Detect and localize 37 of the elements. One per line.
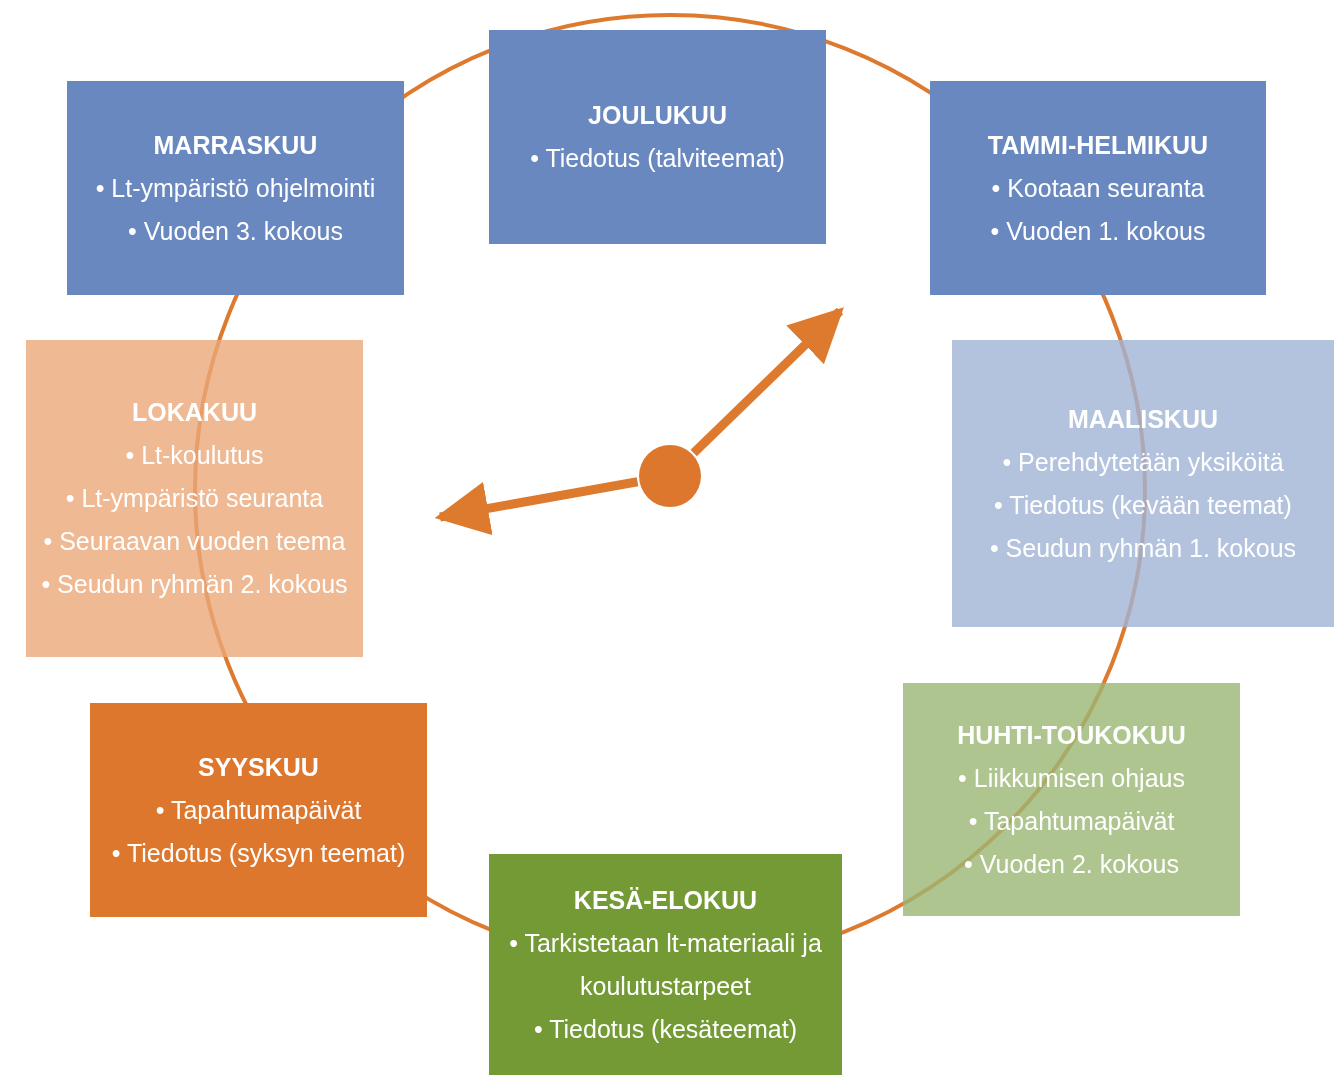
bullet-item: • Tapahtumapäivät: [155, 794, 362, 826]
bullet-item: • Tiedotus (syksyn teemat): [111, 837, 406, 869]
month-box: [489, 30, 826, 244]
bullet-item: • Liikkumisen ohjaus: [958, 762, 1185, 794]
bullet-item: • Tiedotus (kesäteemat): [533, 1013, 797, 1045]
bullet-item: • Perehdytetään yksiköitä: [1002, 446, 1284, 478]
bullet-item: • Vuoden 2. kokous: [964, 848, 1179, 880]
month-heading: SYYSKUU: [198, 751, 319, 783]
bullet-item: • Lt-koulutus: [125, 440, 264, 471]
month-heading: MAALISKUU: [1068, 403, 1218, 435]
month-box: [67, 81, 404, 295]
bullet-item: • Lt-ympäristö seuranta: [65, 483, 324, 514]
bullet-item: • Vuoden 3. kokous: [128, 215, 343, 247]
bullet-item: • Lt-ympäristö ohjelmointi: [95, 172, 376, 204]
bullet-item: • Seuraavan vuoden teema: [43, 526, 346, 557]
month-box: [903, 683, 1240, 916]
bullet-item: • Tiedotus (talviteemat): [530, 143, 785, 174]
clock-hand-arrow: [434, 477, 639, 536]
month-heading: HUHTI-TOUKOKUU: [957, 719, 1186, 751]
month-box: [952, 340, 1334, 627]
clock-hand-arrow: [690, 307, 844, 457]
month-heading: TAMMI-HELMIKUU: [987, 129, 1209, 161]
month-heading: LOKAKUU: [132, 397, 257, 428]
month-box: [930, 81, 1266, 295]
bullet-item: • Seudun ryhmän 1. kokous: [989, 532, 1297, 564]
month-box: [26, 340, 363, 657]
bullet-item: • Kootaan seuranta: [991, 172, 1205, 204]
month-heading: JOULUKUU: [588, 100, 727, 131]
bullet-item: • Tiedotus (kevään teemat): [994, 489, 1292, 521]
bullet-item: • Tapahtumapäivät: [968, 805, 1175, 837]
bullet-item: • Seudun ryhmän 2. kokous: [41, 569, 348, 600]
bullet-item: • Tarkistetaan lt-materiaali ja koulutustarpeet: [508, 927, 823, 1002]
month-box: [489, 854, 842, 1075]
month-heading: MARRASKUU: [153, 129, 318, 161]
month-heading: KESÄ-ELOKUU: [573, 884, 758, 916]
month-box: [90, 703, 427, 917]
bullet-item: • Vuoden 1. kokous: [990, 215, 1206, 247]
